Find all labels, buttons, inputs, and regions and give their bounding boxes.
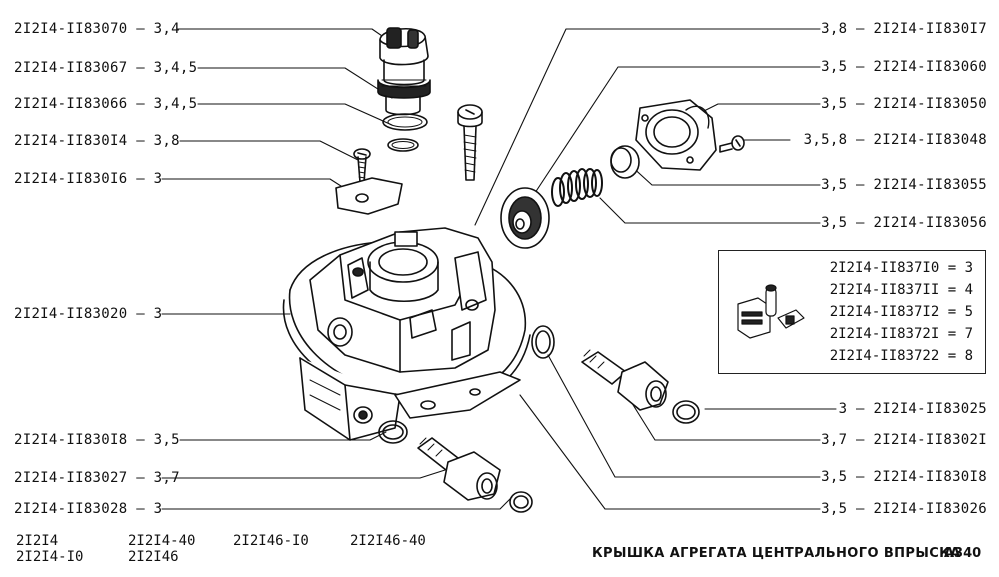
leader-lines [161,28,837,510]
kit-legend: 2I2I4-II837I0 = 3 2I2I4-II837II = 4 2I2I… [718,250,986,374]
label-right-10: 3,5 — 2I2I4-II83026 [821,501,987,517]
label-right-6: 3,5 — 2I2I4-II83056 [821,215,987,231]
label-left-1: 2I2I4-II83070 — 3,4 [14,21,180,37]
throttle-body-cover [282,227,531,441]
label-left-9: 2I2I4-II83028 — 3 [14,501,163,517]
regulator-cap [610,145,640,179]
label-right-8: 3,7 — 2I2I4-II8302I [821,432,987,448]
label-right-3: 3,5 — 2I2I4-II83050 [821,96,987,112]
legend-row: 2I2I4-II83722 = 8 [829,348,973,364]
label-left-6: 2I2I4-II83020 — 3 [14,306,163,322]
ring-a [531,325,555,359]
label-left-4: 2I2I4-II830I4 — 3,8 [14,133,180,149]
label-left-3: 2I2I4-II83066 — 3,4,5 [14,96,198,112]
regulator-spring [551,168,603,207]
o-ring-lower [387,138,419,152]
label-right-2: 3,5 — 2I2I4-II83060 [821,59,987,75]
retaining-plate [335,177,403,215]
legend-row: 2I2I4-II837I0 = 3 [829,260,973,276]
label-right-1: 3,8 — 2I2I4-II830I7 [821,21,987,37]
diagram-code: А340 [944,546,982,561]
ring-b [672,400,700,424]
return-fitting [581,349,669,411]
injector-part [377,27,431,116]
regulator-diaphragm [500,187,550,249]
label-right-5: 3,5 — 2I2I4-II83055 [821,177,987,193]
supply-fitting [417,437,501,501]
small-screw [353,148,371,183]
legend-row: 2I2I4-II837I2 = 5 [829,304,973,320]
cover-screw [719,135,745,153]
label-right-9: 3,5 — 2I2I4-II830I8 [821,469,987,485]
legend-row: 2I2I4-II837II = 4 [829,282,973,298]
regulator-cover [635,99,717,171]
model-applicability-3: 2I2I46-I0 [233,533,309,549]
o-ring-upper [382,113,428,131]
label-left-5: 2I2I4-II830I6 — 3 [14,171,163,187]
legend-row: 2I2I4-II8372I = 7 [829,326,973,342]
long-screw [457,104,483,181]
kit-icon [737,284,805,339]
label-right-4: 3,5,8 — 2I2I4-II83048 [803,132,987,148]
label-left-7: 2I2I4-II830I8 — 3,5 [14,432,180,448]
label-left-2: 2I2I4-II83067 — 3,4,5 [14,60,198,76]
label-right-7: 3 — 2I2I4-II83025 [838,401,987,417]
label-left-8: 2I2I4-II83027 — 3,7 [14,470,180,486]
model-applicability-4: 2I2I46-40 [350,533,426,549]
ring-d [509,491,533,513]
diagram-title: КРЫШКА АГРЕГАТА ЦЕНТРАЛЬНОГО ВПРЫСКА [592,546,961,561]
ring-c [378,420,408,444]
